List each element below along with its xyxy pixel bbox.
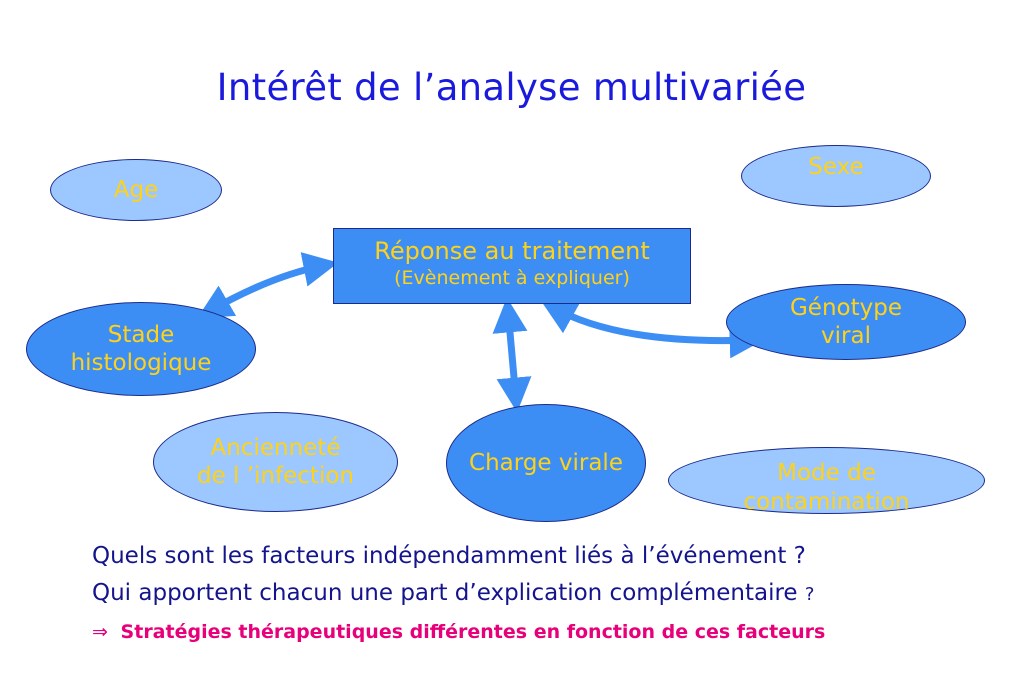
page-title: Intérêt de l’analyse multivariée: [216, 66, 807, 109]
factor-age: Age: [50, 159, 222, 221]
question-2-mark: ?: [804, 584, 815, 605]
center-box-subtitle: (Evènement à expliquer): [394, 267, 630, 289]
arrow-stade-reponse: [197, 252, 339, 319]
factor-sexe: Sexe: [741, 145, 931, 207]
factor-stade-histologique: Stade histologique: [26, 302, 256, 396]
arrow-genotype-reponse: [540, 300, 765, 359]
factor-sexe-label: Sexe: [808, 153, 864, 180]
factor-stade-line2: histologique: [70, 350, 212, 376]
factor-charge-label: Charge virale: [469, 449, 623, 476]
factor-anciennete-line1: Ancienneté: [210, 434, 341, 461]
conclusion: ⇒ Stratégies thérapeutiques différentes …: [92, 621, 825, 643]
implies-icon: ⇒: [92, 621, 108, 643]
factor-stade-line1: Stade: [107, 321, 175, 348]
factor-charge-virale: Charge virale: [446, 404, 646, 522]
arrow-charge-reponse: [492, 297, 532, 413]
conclusion-text: Stratégies thérapeutiques différentes en…: [120, 621, 826, 643]
factor-anciennete: Ancienneté de l ’infection: [153, 412, 398, 512]
factor-genotype-line2: viral: [821, 323, 871, 349]
question-1: Quels sont les facteurs indépendamment l…: [92, 543, 806, 569]
factor-mode-contamination: Mode de contamination: [668, 447, 985, 515]
factor-anciennete-line2: de l ’infection: [197, 463, 354, 489]
factor-age-label: Age: [113, 176, 159, 203]
factor-mode-line2: contamination: [743, 488, 910, 515]
factor-genotype-viral: Génotype viral: [726, 284, 966, 360]
factor-genotype-line1: Génotype: [789, 294, 902, 321]
question-2-text: Qui apportent chacun une part d’explicat…: [92, 580, 798, 606]
center-box-title: Réponse au traitement: [374, 237, 650, 265]
factor-mode-line1: Mode de: [777, 460, 876, 487]
question-2: Qui apportent chacun une part d’explicat…: [92, 580, 814, 606]
center-box-reponse: Réponse au traitement (Evènement à expli…: [333, 228, 691, 304]
